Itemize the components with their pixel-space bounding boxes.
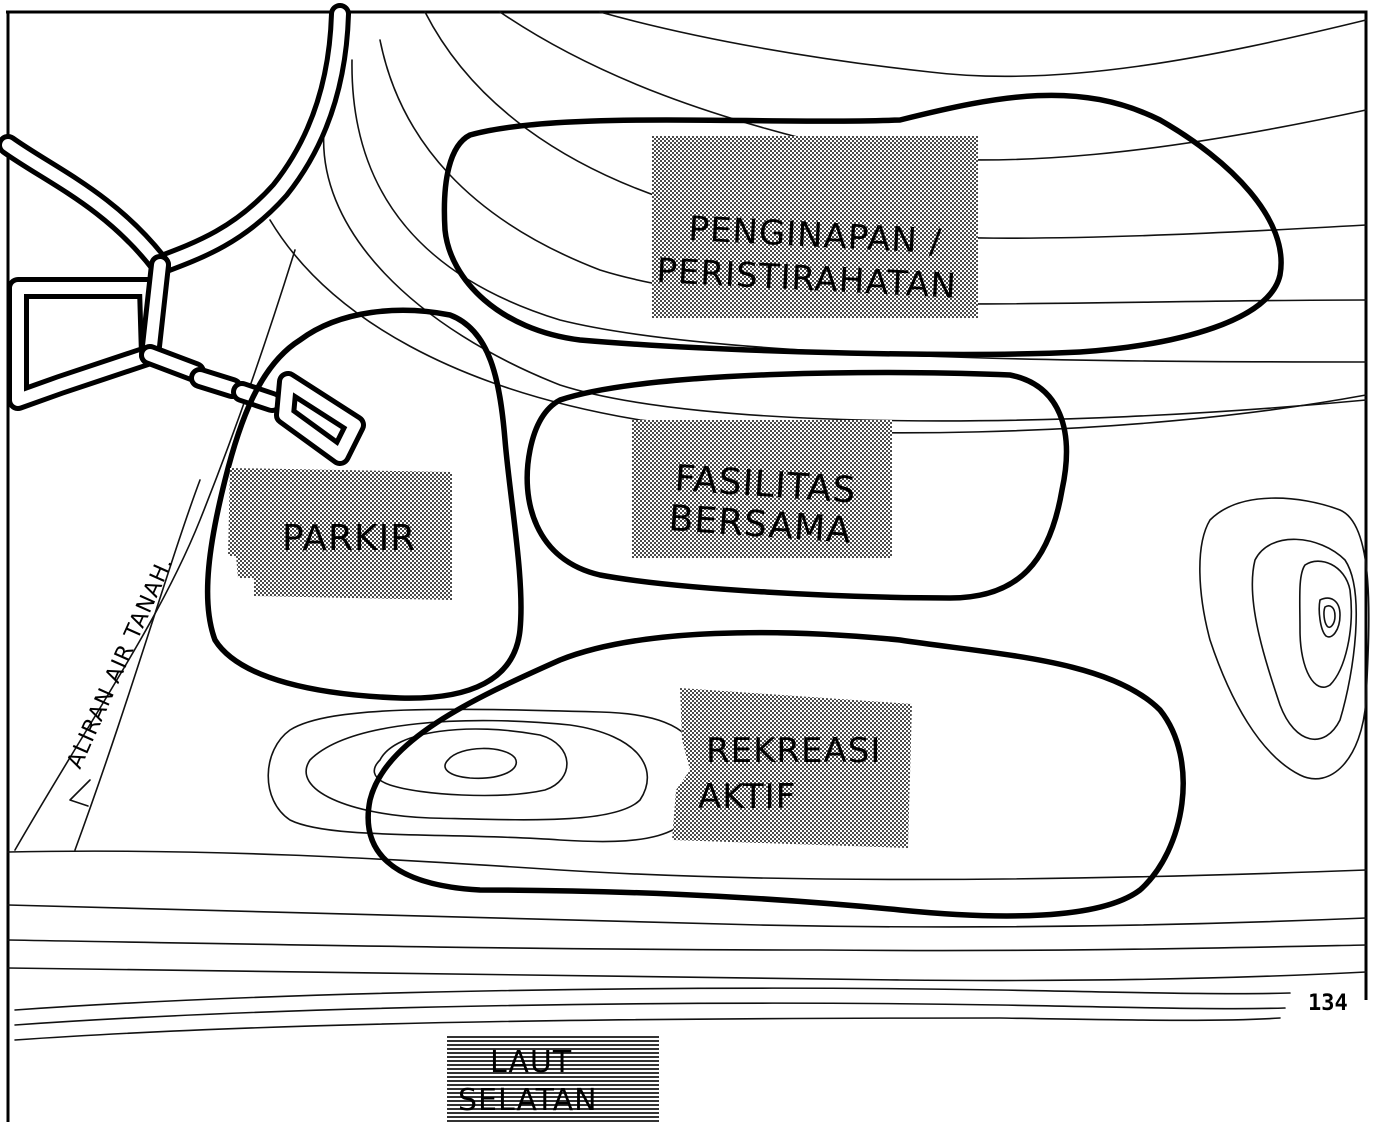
label-rekreasi-line1: REKREASI bbox=[706, 731, 881, 771]
page-number: 134 bbox=[1308, 991, 1348, 1016]
label-rekreasi-line2: AKTIF bbox=[698, 777, 796, 817]
label-water-flow: ALIRAN AIR TANAH. bbox=[63, 553, 179, 772]
label-sea-line1: LAUT bbox=[490, 1045, 572, 1080]
label-parkir: PARKIR bbox=[282, 518, 416, 559]
map-frame bbox=[6, 10, 1368, 1122]
label-box-parkir bbox=[228, 468, 452, 600]
label-sea-line2: SELATAN bbox=[458, 1083, 598, 1118]
contour-lines bbox=[7, 11, 1370, 1041]
label-box-rekreasi bbox=[672, 688, 912, 848]
access-road bbox=[0, 3, 366, 466]
label-box-sea bbox=[447, 1034, 659, 1124]
zone-parkir-outline bbox=[204, 307, 524, 701]
zone-fasilitas-outline bbox=[524, 369, 1070, 601]
zone-penginapan-outline bbox=[441, 92, 1284, 358]
label-box-fasilitas bbox=[632, 420, 892, 558]
label-box-penginapan bbox=[652, 136, 978, 318]
zone-rekreasi-outline bbox=[365, 629, 1186, 919]
groundwater-flow-arrow bbox=[69, 779, 91, 807]
